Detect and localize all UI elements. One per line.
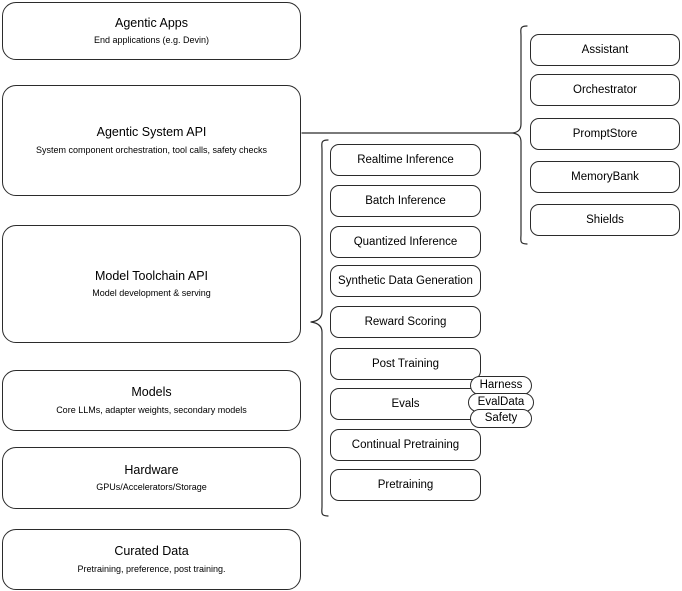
layer-models-title: Models (131, 385, 172, 400)
capability-synthetic-data-generation-label: Synthetic Data Generation (338, 274, 473, 287)
capability-synthetic-data-generation[interactable]: Synthetic Data Generation (330, 265, 481, 297)
component-assistant[interactable]: Assistant (530, 34, 680, 66)
component-shields-label: Shields (586, 213, 624, 226)
capability-evals-label: Evals (391, 397, 420, 410)
layer-hardware[interactable]: Hardware GPUs/Accelerators/Storage (2, 447, 301, 509)
capability-reward-scoring[interactable]: Reward Scoring (330, 306, 481, 338)
evals-subcomponent-harness-label: Harness (479, 378, 523, 391)
capability-continual-pretraining-label: Continual Pretraining (351, 438, 460, 451)
capability-batch-inference-label: Batch Inference (365, 194, 446, 207)
capability-realtime-inference-label: Realtime Inference (357, 153, 454, 166)
evals-subcomponent-safety-label: Safety (484, 411, 518, 424)
layer-hardware-title: Hardware (124, 462, 179, 477)
component-promptstore[interactable]: PromptStore (530, 118, 680, 150)
capability-pretraining-label: Pretraining (377, 478, 434, 491)
evals-subcomponent-evaldata-label: EvalData (477, 395, 525, 408)
layer-agentic-system-api-subtitle: System component orchestration, tool cal… (35, 144, 268, 155)
layer-models[interactable]: Models Core LLMs, adapter weights, secon… (2, 370, 301, 431)
component-memorybank-label: MemoryBank (571, 170, 639, 183)
component-memorybank[interactable]: MemoryBank (530, 161, 680, 193)
component-assistant-label: Assistant (581, 43, 629, 56)
capability-quantized-inference[interactable]: Quantized Inference (330, 226, 481, 258)
layer-hardware-subtitle: GPUs/Accelerators/Storage (96, 482, 207, 493)
capability-continual-pretraining[interactable]: Continual Pretraining (330, 429, 481, 461)
layer-model-toolchain-api[interactable]: Model Toolchain API Model development & … (2, 225, 301, 343)
component-promptstore-label: PromptStore (572, 127, 638, 140)
layer-agentic-system-api[interactable]: Agentic System API System component orch… (2, 85, 301, 196)
layer-model-toolchain-api-title: Model Toolchain API (94, 268, 209, 283)
capability-quantized-inference-label: Quantized Inference (353, 235, 458, 248)
layer-agentic-system-api-title: Agentic System API (96, 125, 207, 140)
layer-models-subtitle: Core LLMs, adapter weights, secondary mo… (56, 404, 247, 415)
capability-reward-scoring-label: Reward Scoring (364, 315, 447, 328)
layer-agentic-apps[interactable]: Agentic Apps End applications (e.g. Devi… (2, 2, 301, 60)
layer-agentic-apps-title: Agentic Apps (115, 15, 188, 30)
layer-curated-data-subtitle: Pretraining, preference, post training. (77, 563, 226, 574)
capability-pretraining[interactable]: Pretraining (330, 469, 481, 501)
right-brace (512, 25, 528, 245)
component-shields[interactable]: Shields (530, 204, 680, 236)
capability-post-training-label: Post Training (371, 357, 440, 370)
layer-curated-data-title: Curated Data (114, 544, 189, 559)
capability-evals[interactable]: Evals (330, 388, 481, 420)
component-orchestrator[interactable]: Orchestrator (530, 74, 680, 106)
middle-brace (310, 139, 329, 517)
capability-post-training[interactable]: Post Training (330, 348, 481, 380)
evals-subcomponent-safety[interactable]: Safety (470, 409, 532, 428)
layer-curated-data[interactable]: Curated Data Pretraining, preference, po… (2, 529, 301, 590)
component-orchestrator-label: Orchestrator (573, 83, 637, 96)
layer-model-toolchain-api-subtitle: Model development & serving (92, 288, 211, 299)
capability-realtime-inference[interactable]: Realtime Inference (330, 144, 481, 176)
capability-batch-inference[interactable]: Batch Inference (330, 185, 481, 217)
layer-agentic-apps-subtitle: End applications (e.g. Devin) (93, 35, 210, 46)
